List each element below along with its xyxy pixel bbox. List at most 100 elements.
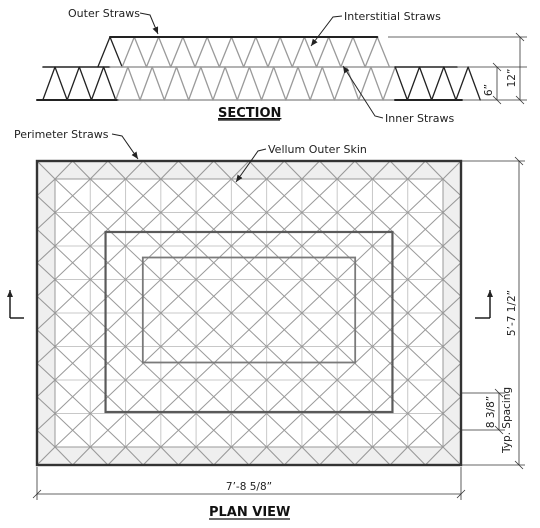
perimeter-straw bbox=[442, 396, 462, 415]
section-upper-diagonal bbox=[303, 36, 318, 68]
perimeter-straw bbox=[36, 379, 56, 398]
plan-cell-diagonal bbox=[89, 413, 127, 448]
perimeter-straw bbox=[336, 160, 356, 180]
perimeter-straw bbox=[54, 160, 74, 180]
plan-cell-diagonal bbox=[89, 346, 127, 381]
perimeter-straw bbox=[72, 446, 91, 466]
section-upper-diagonal bbox=[121, 36, 135, 68]
section-upper-diagonal bbox=[133, 36, 148, 68]
plan-cell-diagonal bbox=[266, 212, 303, 247]
perimeter-straw bbox=[36, 211, 56, 230]
plan-cell-diagonal bbox=[371, 212, 409, 247]
section-lower-diagonal bbox=[394, 66, 409, 101]
section-lower-diagonal bbox=[224, 66, 238, 101]
plan-cell-diagonal bbox=[125, 178, 162, 213]
plan-cell-diagonal bbox=[301, 279, 338, 314]
plan-cell-diagonal bbox=[230, 413, 268, 448]
section-lower-diagonal bbox=[443, 66, 457, 101]
plan-cell-diagonal bbox=[407, 178, 444, 213]
plan-cell-diagonal bbox=[371, 413, 409, 448]
plan-cell-diagonal bbox=[371, 312, 409, 347]
section-lower-diagonal bbox=[175, 66, 190, 101]
inner-straws-label: Inner Straws bbox=[385, 112, 455, 125]
section-lower-diagonal bbox=[248, 66, 263, 101]
plan-cell-diagonal bbox=[230, 279, 268, 314]
perimeter-straw bbox=[36, 160, 56, 180]
section-lower-diagonal bbox=[236, 66, 251, 101]
section-lower-diagonal bbox=[345, 66, 360, 101]
plan-cell-diagonal bbox=[160, 212, 197, 247]
section-upper-diagonal bbox=[230, 36, 245, 68]
perimeter-straw bbox=[36, 362, 56, 381]
plan-cell-diagonal bbox=[125, 379, 162, 414]
perimeter-straw bbox=[36, 329, 56, 348]
section-lower-diagonal bbox=[54, 66, 68, 101]
perimeter-straw bbox=[107, 160, 127, 180]
perimeter-straw bbox=[354, 446, 374, 466]
section-lower-diagonal bbox=[90, 66, 105, 101]
plan-cell-diagonal bbox=[54, 312, 91, 347]
perimeter-straw bbox=[424, 160, 444, 180]
perimeter-straw bbox=[336, 446, 356, 466]
plan-cell-diagonal bbox=[54, 212, 91, 247]
plan-cell-diagonal bbox=[407, 279, 444, 314]
section-lower-diagonal bbox=[297, 66, 311, 101]
perimeter-straw bbox=[442, 245, 462, 264]
plan-width-dimension: 7’-8 5/8” bbox=[32, 467, 466, 500]
perimeter-straw bbox=[389, 446, 409, 466]
perimeter-straw bbox=[160, 160, 180, 180]
plan-cell-diagonal bbox=[336, 413, 373, 448]
plan-cell-diagonal bbox=[195, 413, 232, 448]
section-total-height: 12” bbox=[506, 69, 518, 88]
section-lower-diagonal bbox=[42, 66, 56, 101]
plan-cell-diagonal bbox=[89, 312, 127, 347]
perimeter-straw bbox=[283, 446, 303, 466]
perimeter-straw bbox=[177, 446, 197, 466]
section-upper-diagonal bbox=[352, 36, 366, 68]
perimeter-straw bbox=[36, 429, 56, 448]
plan-cell-diagonal bbox=[230, 379, 268, 414]
perimeter-straw bbox=[301, 160, 321, 180]
spacing-note: Typ. Spacing bbox=[501, 387, 513, 454]
outer-straws-leader bbox=[139, 12, 159, 35]
perimeter-straw bbox=[230, 446, 250, 466]
section-lower-diagonal bbox=[321, 66, 336, 101]
section-lower-diagonal bbox=[260, 66, 275, 101]
plan-cell-diagonal bbox=[266, 379, 303, 414]
section-lower-diagonal bbox=[358, 66, 372, 101]
perimeter-straw bbox=[424, 446, 444, 466]
plan-cell-diagonal bbox=[89, 212, 127, 247]
perimeter-straw bbox=[124, 446, 144, 466]
plan-cell-diagonal bbox=[407, 245, 444, 280]
plan-cell-diagonal bbox=[195, 212, 232, 247]
perimeter-straw bbox=[407, 160, 426, 180]
section-dimensions: 12” 6” bbox=[388, 32, 527, 105]
perimeter-straw bbox=[230, 160, 250, 180]
perimeter-straw bbox=[442, 228, 462, 247]
plan-cell-diagonal bbox=[160, 413, 197, 448]
section-upper-diagonal bbox=[97, 36, 111, 68]
plan-grid bbox=[35, 159, 463, 467]
plan-cell-diagonal bbox=[160, 312, 197, 347]
plan-cell-diagonal bbox=[407, 312, 444, 347]
perimeter-straw bbox=[301, 446, 321, 466]
section-truss bbox=[36, 36, 481, 101]
section-upper-diagonal bbox=[218, 36, 233, 68]
plan-outer-boundary bbox=[35, 159, 463, 467]
plan-cell-diagonal bbox=[89, 245, 127, 280]
section-upper-diagonal bbox=[376, 36, 391, 68]
perimeter-straw bbox=[442, 412, 462, 431]
interstitial-straws-leader bbox=[310, 15, 343, 47]
perimeter-straw bbox=[107, 446, 127, 466]
perimeter-straw bbox=[54, 446, 74, 466]
perimeter-straw bbox=[442, 379, 462, 398]
perimeter-straw bbox=[442, 362, 462, 381]
section-upper-diagonal bbox=[255, 36, 269, 68]
plan-cell-diagonal bbox=[266, 245, 303, 280]
perimeter-straw bbox=[389, 160, 409, 180]
plan-cell-diagonal bbox=[407, 379, 444, 414]
section-upper-diagonal bbox=[315, 36, 330, 68]
perimeter-straw bbox=[36, 245, 56, 264]
plan-cell-diagonal bbox=[336, 379, 373, 414]
plan-cell-diagonal bbox=[54, 245, 91, 280]
